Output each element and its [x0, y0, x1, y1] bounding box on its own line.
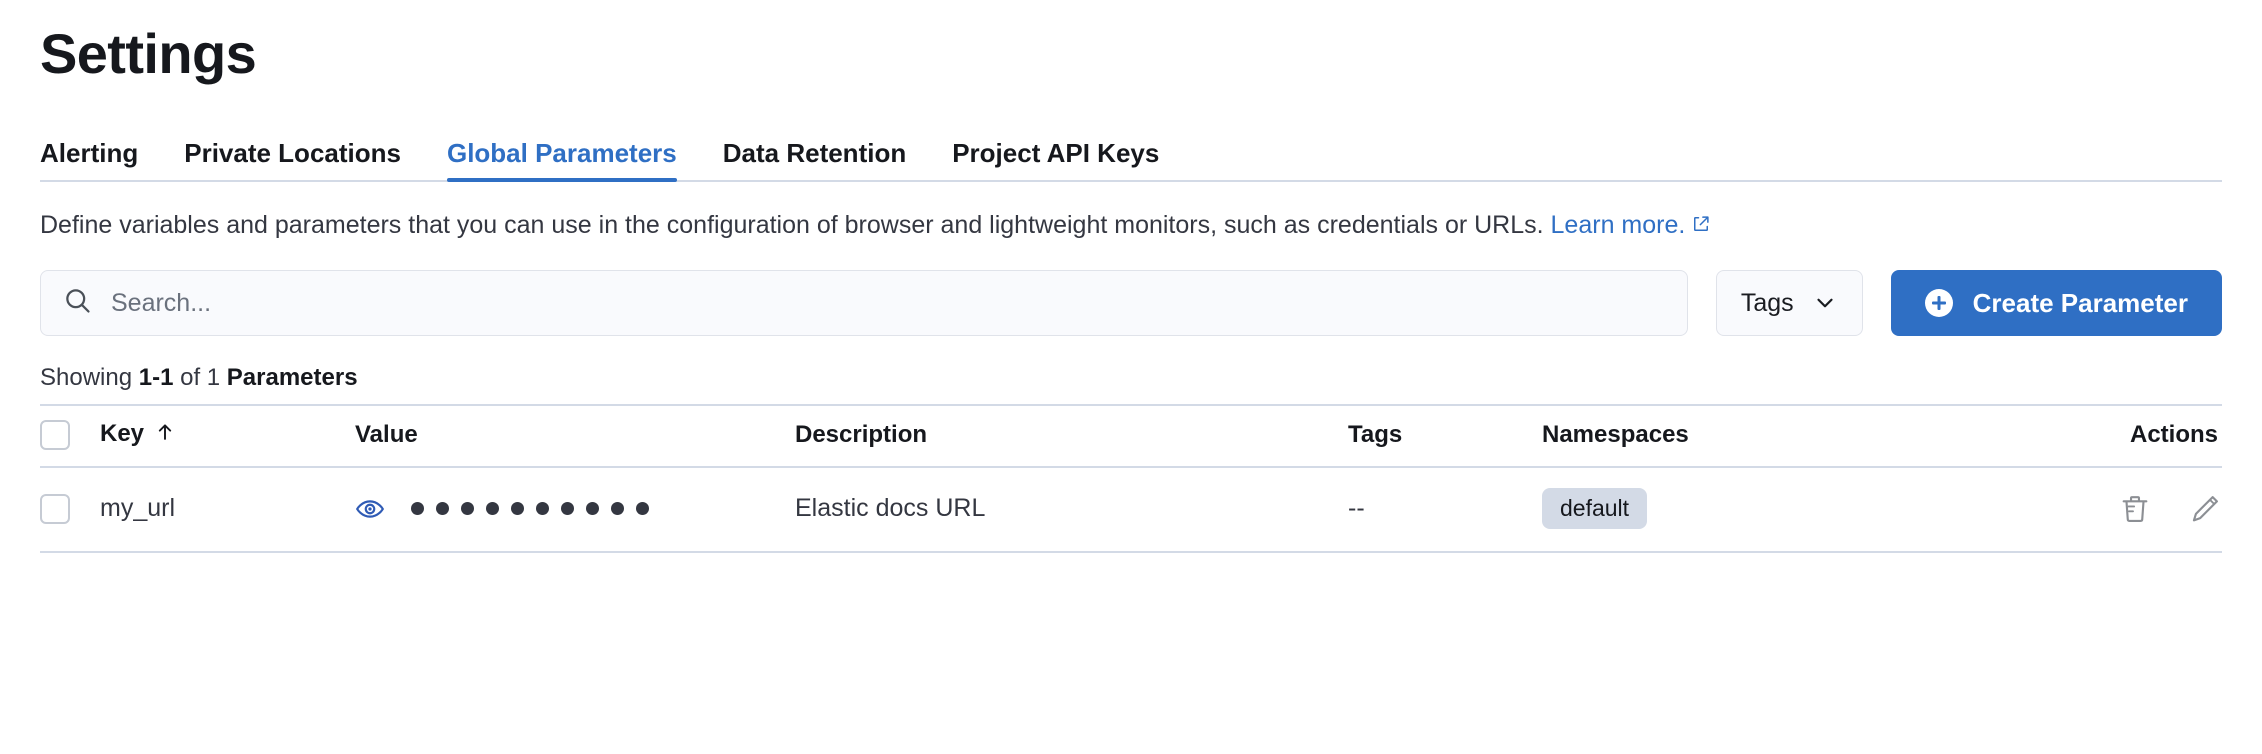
column-header-key[interactable]: Key	[100, 404, 355, 468]
cell-tags: --	[1348, 467, 1542, 554]
description-text: Define variables and parameters that you…	[40, 211, 1544, 239]
delete-icon[interactable]	[2118, 492, 2152, 526]
table-header-row: Key Value Description Tags Namespaces Ac…	[40, 404, 2222, 468]
masked-value	[411, 502, 649, 516]
column-header-value-label: Value	[355, 421, 418, 448]
results-prefix: Showing	[40, 364, 139, 391]
column-header-description[interactable]: Description	[795, 404, 1348, 468]
column-header-key-label: Key	[100, 420, 145, 447]
select-all-checkbox[interactable]	[40, 420, 70, 450]
create-parameter-button[interactable]: Create Parameter	[1890, 270, 2222, 336]
cell-key: my_url	[100, 467, 355, 554]
learn-more-label: Learn more.	[1550, 211, 1686, 239]
cell-description: Elastic docs URL	[795, 467, 1348, 554]
search-input[interactable]	[111, 288, 1665, 318]
cell-value	[355, 467, 795, 554]
parameters-table: Key Value Description Tags Namespaces Ac…	[40, 404, 2222, 554]
plus-circle-icon	[1924, 289, 1953, 317]
eye-icon[interactable]	[355, 494, 385, 524]
results-count: Showing 1-1 of 1 Parameters	[40, 364, 2222, 392]
row-checkbox[interactable]	[40, 493, 70, 524]
tab-data-retention[interactable]: Data Retention	[722, 138, 907, 168]
page-description: Define variables and parameters that you…	[40, 208, 2220, 244]
namespace-badge: default	[1542, 488, 1648, 530]
table-body: my_url	[40, 467, 2222, 554]
chevron-down-icon	[1812, 290, 1838, 316]
toolbar: Tags Create Parameter	[40, 270, 2222, 336]
create-parameter-label: Create Parameter	[1972, 287, 2188, 318]
column-header-tags[interactable]: Tags	[1348, 404, 1542, 468]
column-header-namespaces[interactable]: Namespaces	[1542, 404, 2050, 468]
tab-private-locations[interactable]: Private Locations	[184, 138, 401, 168]
results-noun: Parameters	[226, 364, 358, 391]
column-header-tags-label: Tags	[1348, 421, 1403, 448]
cell-namespaces: default	[1542, 467, 2050, 554]
column-header-actions-label: Actions	[2129, 421, 2218, 448]
settings-tabs: Alerting Private Locations Global Parame…	[40, 126, 2222, 182]
table-row: my_url	[40, 467, 2222, 554]
column-header-description-label: Description	[795, 421, 928, 448]
row-select-cell	[40, 467, 100, 554]
tab-project-api-keys[interactable]: Project API Keys	[952, 138, 1160, 168]
table-header: Key Value Description Tags Namespaces Ac…	[40, 404, 2222, 468]
cell-actions	[2050, 467, 2222, 554]
column-header-namespaces-label: Namespaces	[1542, 421, 1689, 448]
results-middle: of 1	[173, 364, 227, 391]
tab-alerting[interactable]: Alerting	[40, 138, 139, 168]
results-range: 1-1	[138, 364, 174, 391]
page-title: Settings	[40, 22, 257, 85]
sort-arrow-up-icon	[154, 421, 176, 450]
learn-more-link[interactable]: Learn more.	[1551, 211, 1686, 239]
column-header-actions: Actions	[2050, 404, 2222, 468]
external-link-icon	[1691, 209, 1711, 244]
tags-filter-button[interactable]: Tags	[1715, 270, 1863, 336]
column-header-value[interactable]: Value	[355, 404, 795, 468]
search-field[interactable]	[40, 270, 1688, 336]
edit-icon[interactable]	[2188, 492, 2222, 526]
tab-global-parameters[interactable]: Global Parameters	[446, 140, 677, 182]
tags-filter-label: Tags	[1740, 288, 1794, 317]
search-icon	[63, 286, 93, 321]
select-all-header	[40, 404, 100, 468]
